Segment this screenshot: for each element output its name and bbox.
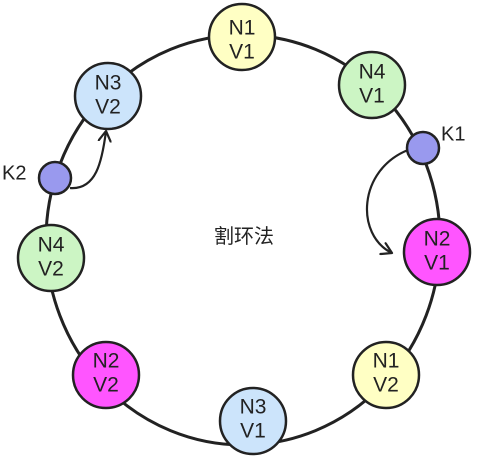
node-version: V1 xyxy=(424,252,450,275)
key-label: K2 xyxy=(2,162,26,184)
node-version: V2 xyxy=(95,96,121,119)
node-name: N4 xyxy=(38,234,65,257)
node-name: N3 xyxy=(240,396,267,419)
node-version: V1 xyxy=(229,41,255,64)
ring-node-n2-v1: N2 V1 xyxy=(402,217,472,287)
node-name: N2 xyxy=(93,350,120,373)
k1-to-n2v1-arrow xyxy=(365,148,409,253)
k2-to-n3v2-arrow xyxy=(69,131,106,190)
node-name: N3 xyxy=(95,72,122,95)
node-version: V1 xyxy=(359,85,385,108)
key-k2: K2 xyxy=(2,160,73,196)
node-name: N4 xyxy=(359,61,386,84)
key-label: K1 xyxy=(441,123,465,145)
node-circle xyxy=(218,386,288,456)
key-k1: K1 xyxy=(405,123,465,166)
key-dot xyxy=(405,130,441,166)
ring-node-n3-v2: N3 V2 xyxy=(73,61,143,131)
ring-node-n4-v1: N4 V1 xyxy=(337,50,407,120)
node-name: N1 xyxy=(229,17,256,40)
node-version: V2 xyxy=(373,374,399,397)
ring-node-n2-v2: N2 V2 xyxy=(71,340,141,410)
node-circle xyxy=(337,50,407,120)
node-circle xyxy=(16,223,86,293)
center-label: 割环法 xyxy=(214,224,274,248)
node-name: N1 xyxy=(373,350,400,373)
node-version: V2 xyxy=(93,374,119,397)
node-circle xyxy=(207,2,277,72)
node-circle xyxy=(351,340,421,410)
ring-node-n1-v2: N1 V2 xyxy=(351,340,421,410)
ring-node-n4-v2: N4 V2 xyxy=(16,223,86,293)
ring-node-n3-v1: N3 V1 xyxy=(218,386,288,456)
ring-node-n1-v1: N1 V1 xyxy=(207,2,277,72)
node-circle xyxy=(71,340,141,410)
node-version: V1 xyxy=(240,420,266,443)
key-dot xyxy=(37,160,73,196)
node-version: V2 xyxy=(38,258,64,281)
node-name: N2 xyxy=(424,228,451,251)
node-circle xyxy=(73,61,143,131)
node-circle xyxy=(402,217,472,287)
